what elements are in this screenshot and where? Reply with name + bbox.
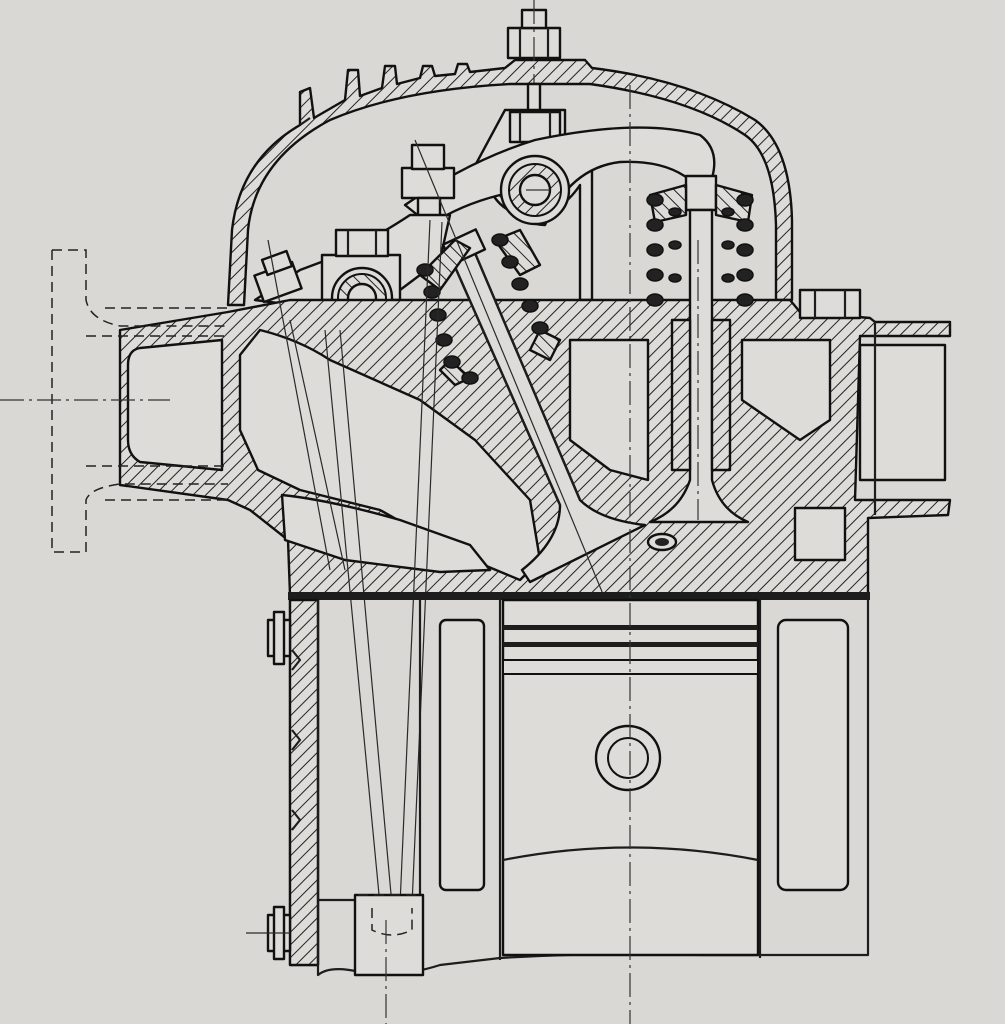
piston-pin [594, 724, 662, 792]
water-jacket-left [291, 649, 302, 831]
rocker-cover [226, 58, 794, 307]
cover-stud-nut [506, 0, 562, 116]
intake-manifold-flange-outline [0, 249, 228, 553]
injector-nozzle [646, 532, 678, 552]
intake-spring-coils [416, 233, 549, 385]
push-rods [267, 139, 623, 906]
center-lines [385, 85, 699, 1024]
exhaust-valve [648, 174, 750, 524]
intake-valve [441, 228, 647, 584]
piston [501, 598, 760, 957]
exhaust-valve-spring [646, 183, 754, 307]
head-bolt-right [798, 288, 862, 320]
cylinder-block [288, 598, 870, 977]
tappet-guide [353, 893, 425, 977]
head-gasket [288, 592, 870, 600]
block-bolts-left [246, 610, 292, 961]
